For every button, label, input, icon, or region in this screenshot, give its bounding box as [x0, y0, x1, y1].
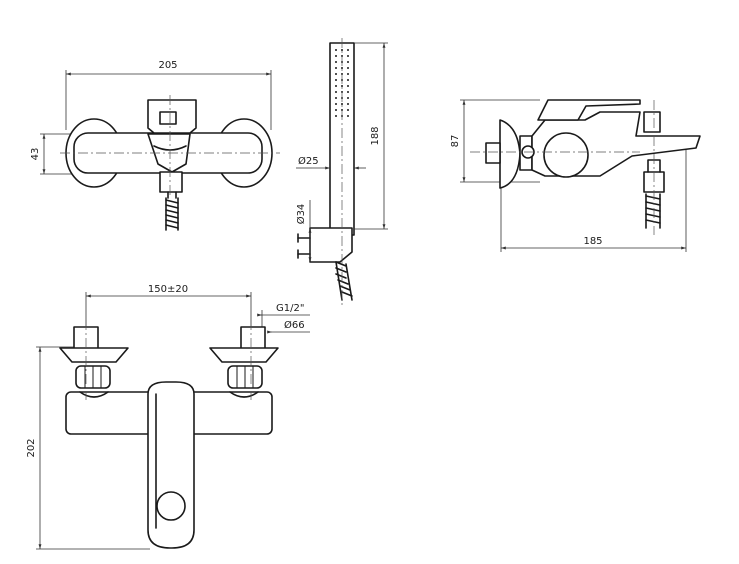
right-inlet-pipe — [240, 326, 266, 350]
hose-front — [165, 191, 179, 231]
shower-nozzles — [335, 49, 349, 117]
side-hose — [645, 193, 661, 229]
outlet-nut — [159, 171, 183, 193]
dim-front-height: 43 — [30, 148, 41, 161]
dim-bottom-height: 202 — [26, 438, 37, 457]
dim-holder-diameter: Ø34 — [295, 204, 307, 225]
spout-outlet — [156, 491, 186, 521]
left-bottom-flange — [59, 347, 129, 363]
dim-flange-diameter: Ø66 — [284, 319, 305, 331]
side-view: 87 185 — [450, 99, 701, 252]
bottom-spout — [147, 381, 195, 549]
lever-handle — [147, 99, 197, 134]
front-view: 205 43 — [30, 60, 280, 231]
dim-thread: G1/2" — [276, 303, 304, 314]
dim-center-distance: 150±20 — [148, 284, 188, 295]
side-diverter — [543, 132, 589, 178]
shower-holder — [309, 227, 353, 263]
right-bottom-flange — [209, 347, 279, 363]
dim-front-width: 205 — [158, 60, 177, 71]
hand-shower: 188 Ø25 Ø34 — [295, 38, 388, 305]
dim-side-height: 87 — [450, 135, 461, 148]
dim-side-depth: 185 — [583, 236, 602, 247]
shower-hose — [335, 261, 353, 301]
bottom-view: 150±20 G1/2" Ø66 202 — [26, 284, 310, 550]
side-lever — [537, 99, 641, 121]
side-flange — [499, 119, 521, 189]
dim-shower-length: 188 — [370, 126, 381, 145]
dim-shower-diameter: Ø25 — [298, 155, 319, 167]
